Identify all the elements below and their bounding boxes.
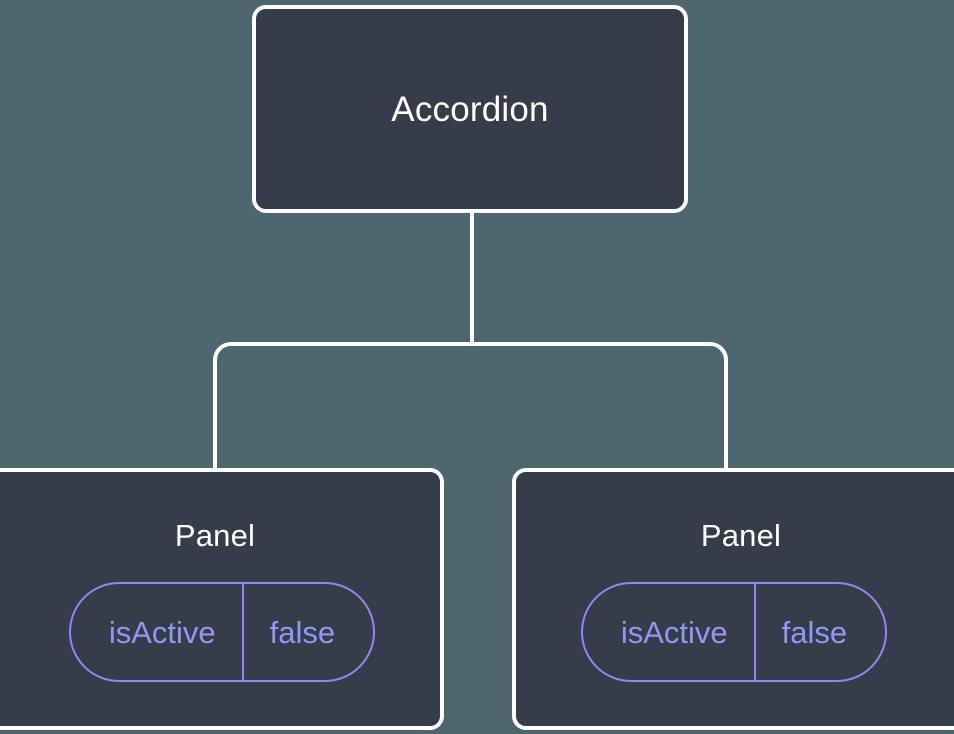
prop-value-panel-2: false [753,584,885,680]
prop-key-panel-1: isActive [108,614,216,650]
node-accordion-label: Accordion [391,89,549,129]
prop-pill-panel-2[interactable]: isActive false [580,582,888,682]
connector-bus-to-right-panel [472,342,728,472]
prop-pill-panel-1[interactable]: isActive false [68,582,376,682]
node-panel-1-label: Panel [174,518,256,553]
node-accordion[interactable]: Accordion [252,5,688,213]
connector-bus-to-left-panel [213,342,472,472]
node-panel-2[interactable]: Panel isActive false [512,468,954,730]
prop-key-panel-2: isActive [620,614,728,650]
node-panel-1[interactable]: Panel isActive false [0,468,444,730]
node-panel-2-label: Panel [700,518,782,553]
prop-value-panel-1: false [241,584,373,680]
